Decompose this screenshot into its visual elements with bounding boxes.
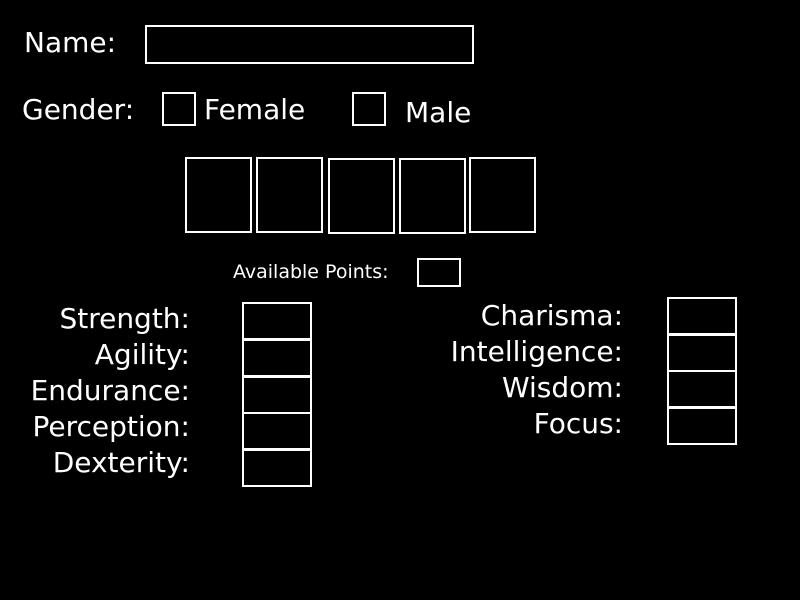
portrait-slot-5[interactable] — [469, 157, 536, 233]
portrait-slot-2[interactable] — [256, 157, 323, 233]
stat-label-perception: Perception: — [32, 410, 190, 443]
female-checkbox[interactable] — [162, 92, 196, 126]
female-label: Female — [204, 93, 306, 126]
name-input[interactable] — [145, 25, 474, 64]
name-label: Name: — [24, 26, 117, 59]
portrait-slot-1[interactable] — [185, 157, 252, 233]
male-checkbox[interactable] — [352, 92, 386, 126]
stat-box-perception[interactable] — [242, 412, 312, 450]
portrait-slot-3[interactable] — [328, 158, 395, 234]
stat-box-wisdom[interactable] — [667, 370, 737, 408]
gender-label: Gender: — [22, 93, 135, 126]
available-points-label: Available Points: — [233, 261, 389, 283]
stat-label-dexterity: Dexterity: — [52, 446, 190, 479]
stat-box-agility[interactable] — [242, 339, 312, 377]
male-label: Male — [405, 96, 472, 129]
stat-box-endurance[interactable] — [242, 376, 312, 414]
available-points-value — [417, 258, 461, 287]
stat-label-endurance: Endurance: — [30, 374, 190, 407]
stat-box-strength[interactable] — [242, 302, 312, 340]
stat-box-intelligence[interactable] — [667, 334, 737, 372]
stat-label-intelligence: Intelligence: — [450, 335, 623, 368]
stat-label-charisma: Charisma: — [480, 299, 623, 332]
stat-box-charisma[interactable] — [667, 297, 737, 335]
stat-label-strength: Strength: — [59, 302, 190, 335]
stat-label-agility: Agility: — [94, 338, 190, 371]
portrait-slot-4[interactable] — [399, 158, 466, 234]
stat-label-wisdom: Wisdom: — [501, 371, 623, 404]
stat-label-focus: Focus: — [533, 407, 623, 440]
stat-box-dexterity[interactable] — [242, 449, 312, 487]
stat-box-focus[interactable] — [667, 407, 737, 445]
